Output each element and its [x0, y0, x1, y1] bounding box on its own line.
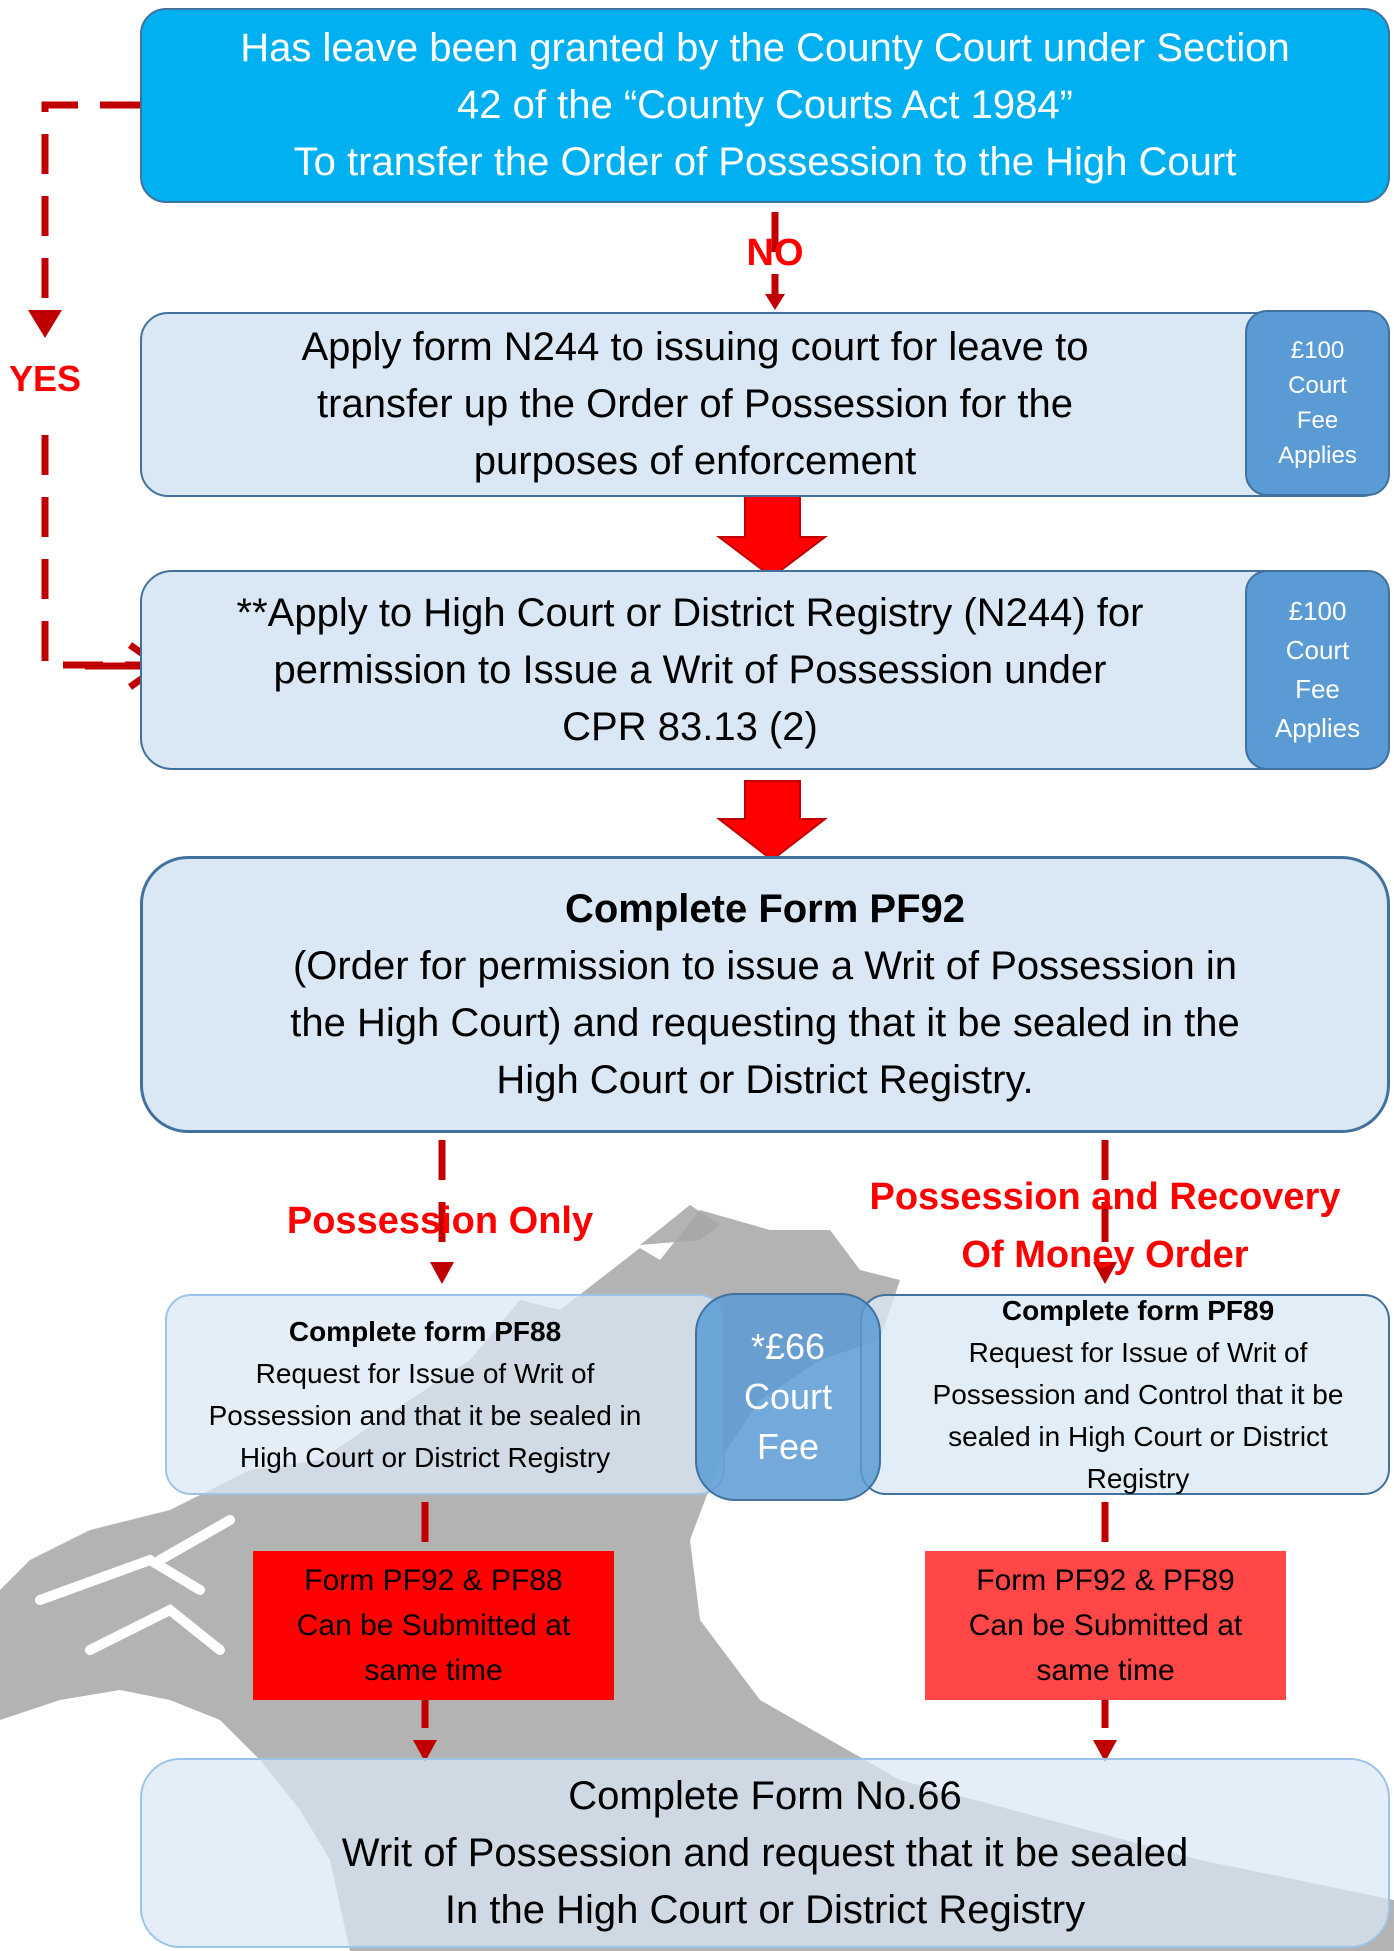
form66-right-arrowhead	[1093, 1740, 1117, 1762]
note-pf88-line-3: same time	[364, 1654, 503, 1687]
high-court-fee-badge: £100 Court Fee Applies	[1245, 570, 1390, 770]
pf92-line-1: (Order for permission to issue a Writ of…	[292, 943, 1238, 988]
big-arrow-2	[716, 780, 828, 862]
pf92-box: Complete Form PF92 (Order for permission…	[140, 856, 1390, 1133]
form66-box: Complete Form No.66 Writ of Possession a…	[140, 1758, 1390, 1948]
yes-down-arrowhead	[28, 310, 62, 338]
pf92-line-2: the High Court) and requesting that it b…	[290, 1000, 1240, 1045]
possession-recovery-label: Possession and Recovery Of Money Order	[840, 1168, 1370, 1284]
apply-high-court-line-2: permission to Issue a Writ of Possession…	[273, 647, 1107, 692]
court-fee-66-amount: *£66	[750, 1326, 826, 1367]
pf89-box: Complete form PF89 Request for Issue of …	[860, 1294, 1390, 1495]
note-pf88-line-1: Form PF92 & PF88	[304, 1564, 563, 1597]
pf88-box: Complete form PF88 Request for Issue of …	[165, 1294, 725, 1495]
pf88-line-1: Request for Issue of Writ of	[255, 1357, 595, 1389]
pf89-line-2: Possession and Control that it be	[932, 1378, 1344, 1410]
note-pf88-line-2: Can be Submitted at	[296, 1609, 571, 1642]
n244-fee-fee: Fee	[1296, 407, 1339, 434]
pf89-title: Complete form PF89	[1001, 1294, 1275, 1326]
pf88-line-3: High Court or District Registry	[239, 1441, 611, 1473]
court-fee-66-badge: *£66 Court Fee	[695, 1293, 881, 1501]
court-fee-66-court: Court	[743, 1376, 833, 1417]
wolf-ear-silhouette	[640, 1205, 720, 1245]
possession-only-label: Possession Only	[286, 1200, 594, 1242]
question-line-2: 42 of the “County Courts Act 1984”	[457, 83, 1073, 127]
pf88-line-2: Possession and that it be sealed in	[208, 1399, 642, 1431]
apply-n244-line-3: purposes of enforcement	[473, 439, 917, 483]
pf88-arrowhead	[430, 1262, 454, 1284]
form66-line-1: Complete Form No.66	[568, 1773, 962, 1818]
pf88-title: Complete form PF88	[288, 1315, 562, 1347]
n244-fee-badge: £100 Court Fee Applies	[1245, 310, 1390, 496]
court-fee-66-fee: Fee	[756, 1426, 820, 1467]
apply-n244-line-2: transfer up the Order of Possession for …	[317, 382, 1073, 426]
apply-high-court-line-3: CPR 83.13 (2)	[562, 704, 818, 749]
yes-branch-line-bottom	[41, 435, 150, 669]
note-pf88-box: Form PF92 & PF88 Can be Submitted at sam…	[253, 1551, 614, 1700]
form66-left-arrowhead	[413, 1740, 437, 1762]
note-pf89-box: Form PF92 & PF89 Can be Submitted at sam…	[925, 1551, 1286, 1700]
high-court-fee-fee: Fee	[1295, 674, 1340, 704]
note-pf89-line-1: Form PF92 & PF89	[976, 1564, 1235, 1597]
n244-fee-court: Court	[1288, 372, 1347, 399]
big-arrow-1	[716, 495, 828, 579]
pf89-arrowhead	[1093, 1262, 1117, 1284]
wolf-fur-stroke	[35, 1435, 305, 1655]
leave-granted-question-box: Has leave been granted by the County Cou…	[140, 8, 1390, 203]
pf92-title: Complete Form PF92	[564, 886, 966, 931]
high-court-fee-court: Court	[1285, 635, 1350, 665]
pf89-line-1: Request for Issue of Writ of	[968, 1336, 1308, 1368]
pf92-line-3: High Court or District Registry.	[496, 1057, 1034, 1102]
note-pf89-line-2: Can be Submitted at	[968, 1609, 1243, 1642]
apply-n244-line-1: Apply form N244 to issuing court for lea…	[301, 325, 1089, 369]
possession-recovery-line-2: Of Money Order	[961, 1234, 1249, 1276]
question-line-1: Has leave been granted by the County Cou…	[240, 26, 1290, 70]
n244-fee-amount: £100	[1290, 337, 1345, 364]
no-label: NO	[746, 232, 804, 274]
no-arrowhead	[765, 294, 785, 310]
apply-n244-box: Apply form N244 to issuing court for lea…	[140, 312, 1390, 497]
yes-branch-line-top	[41, 101, 140, 310]
high-court-fee-amount: £100	[1288, 596, 1347, 626]
possession-recovery-line-1: Possession and Recovery	[869, 1176, 1341, 1218]
form66-line-3: In the High Court or District Registry	[444, 1887, 1086, 1932]
apply-high-court-line-1: **Apply to High Court or District Regist…	[236, 590, 1144, 635]
note-pf89-line-3: same time	[1036, 1654, 1175, 1687]
pf89-line-4: Registry	[1086, 1462, 1190, 1494]
n244-fee-applies: Applies	[1278, 442, 1357, 469]
yes-label: YES	[8, 358, 82, 399]
high-court-fee-applies: Applies	[1274, 713, 1361, 743]
question-line-3: To transfer the Order of Possession to t…	[293, 140, 1237, 184]
form66-line-2: Writ of Possession and request that it b…	[341, 1830, 1189, 1875]
pf89-line-3: sealed in High Court or District	[948, 1420, 1328, 1452]
apply-high-court-box: **Apply to High Court or District Regist…	[140, 570, 1390, 770]
